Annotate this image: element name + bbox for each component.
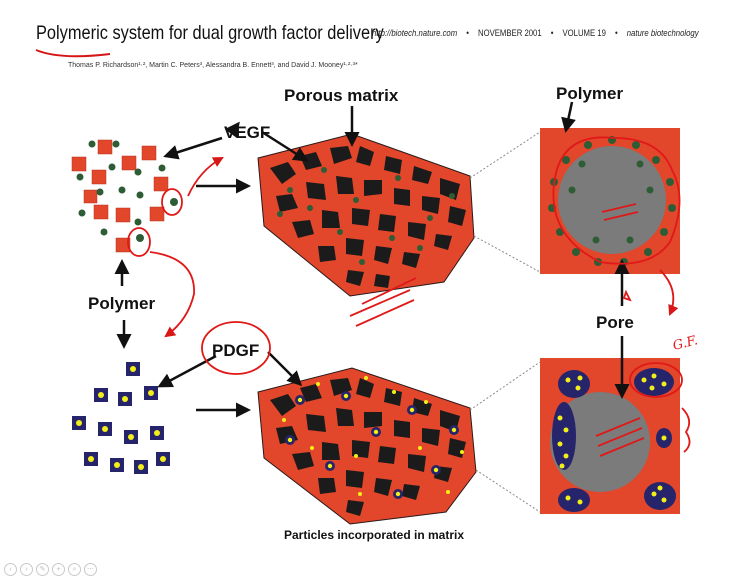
pdgf-core: [138, 464, 144, 470]
polymer-particle: [94, 205, 108, 219]
search-icon[interactable]: ⌕: [68, 563, 81, 576]
vegf-particle: [109, 164, 116, 171]
vegf-particle: [136, 234, 144, 242]
vegf-particle: [79, 210, 86, 217]
pdgf-porous-matrix: [258, 368, 476, 524]
zoom-icon[interactable]: +: [52, 563, 65, 576]
pdgf-core: [102, 426, 108, 432]
prev-icon[interactable]: ‹: [4, 563, 17, 576]
polymer-particle: [154, 177, 168, 191]
polymer-particle: [150, 207, 164, 221]
porous-matrix-label: Porous matrix: [284, 86, 399, 105]
pdgf-core: [148, 390, 154, 396]
viewer-controls: ‹ › ✎ + ⌕ ⋯: [4, 563, 97, 576]
vegf-particle: [77, 174, 84, 181]
polymer-particle: [72, 157, 86, 171]
pdgf-core: [114, 462, 120, 468]
title-underline-annotation: [36, 50, 110, 56]
pdgf-core: [154, 430, 160, 436]
pdgf-core: [130, 366, 136, 372]
polymer-particle: [122, 156, 136, 170]
pdgf-polymer-cluster: [72, 362, 170, 474]
vegf-polymer-cluster: [72, 140, 178, 252]
pen-icon[interactable]: ✎: [36, 563, 49, 576]
vegf-particle: [119, 187, 126, 194]
vegf-particle: [113, 141, 120, 148]
vegf-particle: [135, 169, 142, 176]
polymer-particle: [142, 146, 156, 160]
vegf-particle: [101, 229, 108, 236]
polymer-particle: [116, 208, 130, 222]
vegf-particle: [97, 189, 104, 196]
polymer-particle: [84, 190, 97, 203]
pdgf-core: [128, 434, 134, 440]
more-icon[interactable]: ⋯: [84, 563, 97, 576]
polymer-particle: [92, 170, 106, 184]
vegf-porous-matrix: [258, 134, 474, 296]
zoom-connector-lines: [470, 132, 540, 512]
pdgf-core: [76, 420, 82, 426]
pdgf-core: [160, 456, 166, 462]
pdgf-core: [98, 392, 104, 398]
polymer-label-left: Polymer: [88, 294, 155, 313]
pdgf-label: PDGF: [212, 341, 259, 360]
vegf-particle: [137, 192, 144, 199]
polymer-particle: [98, 140, 112, 154]
vegf-particle: [170, 198, 178, 206]
handwritten-gf-note: G.F.: [671, 333, 699, 354]
pdgf-pore-detail: [540, 358, 680, 514]
polymer-label-top: Polymer: [556, 84, 623, 103]
next-icon[interactable]: ›: [20, 563, 33, 576]
figure-caption: Particles incorporated in matrix: [0, 528, 748, 542]
pdgf-core: [122, 396, 128, 402]
pore-label: Pore: [596, 313, 634, 332]
vegf-particle: [135, 219, 142, 226]
vegf-particle: [89, 141, 96, 148]
vegf-particle: [159, 165, 166, 172]
vegf-label: VEGF: [224, 123, 270, 142]
pdgf-core: [88, 456, 94, 462]
